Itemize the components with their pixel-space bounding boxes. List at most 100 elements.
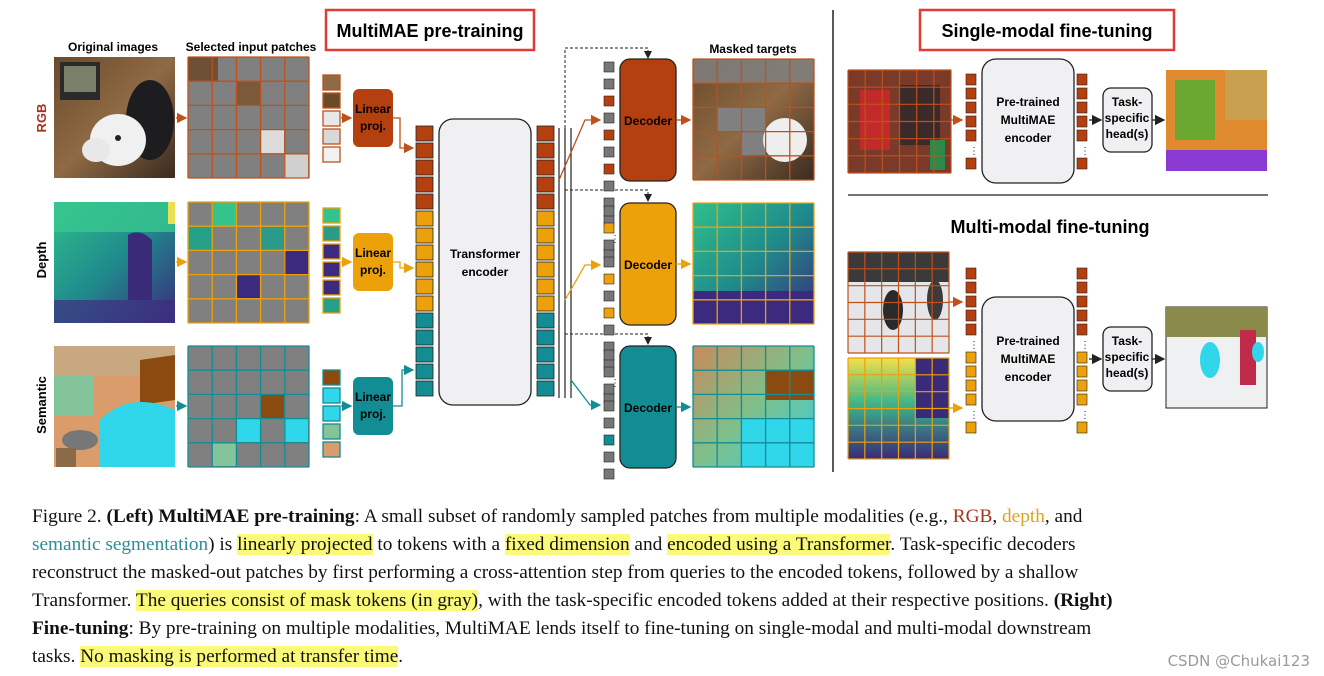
row-label-rgb: RGB <box>34 104 49 133</box>
multi-task-head: Task- specific head(s) <box>1102 326 1153 392</box>
linear-proj-semantic: Linear proj. <box>353 377 393 435</box>
decoder-semantic: Decoder <box>619 345 677 469</box>
caption-text: tasks. <box>32 646 81 667</box>
multimae-figure: MultiMAE pre-training Single-modal fine-… <box>34 8 1268 480</box>
row-label-semantic: Semantic <box>34 376 49 434</box>
single-input-tokens: ⋮ <box>965 73 979 170</box>
single-output-image <box>1166 70 1267 171</box>
svg-text:Pre-trained: Pre-trained <box>996 334 1059 348</box>
multi-input-rgb <box>847 251 950 354</box>
svg-text:Linear: Linear <box>355 390 391 404</box>
decoder-rgb: Decoder <box>619 58 677 182</box>
depth-token-strip <box>322 207 341 314</box>
svg-text:Task-: Task- <box>1112 95 1142 109</box>
caption-text: : By pre-training on multiple modalities… <box>128 618 1092 639</box>
svg-text:MultiMAE pre-training: MultiMAE pre-training <box>337 21 524 41</box>
linear-proj-depth: Linear proj. <box>353 233 393 291</box>
svg-text:Decoder: Decoder <box>624 401 672 415</box>
svg-text:Decoder: Decoder <box>624 258 672 272</box>
svg-text:⋮: ⋮ <box>610 378 620 389</box>
rgb-input-patches <box>187 56 310 179</box>
decoder-depth: Decoder <box>619 202 677 326</box>
encoder-input-tokens <box>415 125 434 397</box>
caption-text: to tokens with a <box>372 534 505 555</box>
caption-figure-number: Figure 2. <box>32 506 107 527</box>
transformer-encoder: Transformer encoder <box>438 118 532 406</box>
caption-line-3: reconstruct the masked-out patches by fi… <box>32 559 1276 587</box>
semantic-token-strip <box>322 369 341 458</box>
original-semantic-image <box>54 346 175 467</box>
single-task-head: Task- specific head(s) <box>1102 87 1153 153</box>
multi-modal-title: Multi-modal fine-tuning <box>951 217 1150 237</box>
svg-text:⋮: ⋮ <box>1080 340 1090 351</box>
encoder-output-tokens <box>536 125 555 397</box>
pretraining-title: MultiMAE pre-training <box>324 8 536 52</box>
svg-text:MultiMAE: MultiMAE <box>1001 113 1056 127</box>
svg-text:proj.: proj. <box>360 407 386 421</box>
multi-pretrained-encoder: Pre-trained MultiMAE encoder <box>981 296 1075 422</box>
original-depth-image <box>54 202 175 323</box>
svg-text:Transformer: Transformer <box>450 247 520 261</box>
svg-text:head(s): head(s) <box>1106 366 1149 380</box>
caption-text: . Task-specific decoders <box>890 534 1076 555</box>
svg-text:⋮: ⋮ <box>610 234 620 245</box>
single-pretrained-encoder: Pre-trained MultiMAE encoder <box>981 58 1075 184</box>
caption-right-heading: (Right) <box>1053 590 1113 611</box>
svg-text:⋮: ⋮ <box>969 146 979 157</box>
column-header-masked: Masked targets <box>709 42 797 56</box>
caption-text: : A small subset of randomly sampled pat… <box>354 506 953 527</box>
figure-caption: Figure 2. (Left) MultiMAE pre-training: … <box>32 503 1276 671</box>
semantic-input-patches <box>187 345 310 468</box>
depth-input-patches <box>187 201 310 324</box>
svg-text:Single-modal fine-tuning: Single-modal fine-tuning <box>942 21 1153 41</box>
caption-line-6: tasks. No masking is performed at transf… <box>32 643 1276 671</box>
multi-output-tokens: ⋮⋮ <box>1076 267 1090 434</box>
original-rgb-image <box>54 57 175 178</box>
multi-input-depth <box>847 357 950 460</box>
masked-target-rgb <box>692 58 815 181</box>
svg-text:Pre-trained: Pre-trained <box>996 95 1059 109</box>
caption-highlight: fixed dimension <box>504 534 630 555</box>
caption-highlight: The queries consist of mask tokens (in g… <box>135 590 479 611</box>
svg-text:specific: specific <box>1105 350 1150 364</box>
caption-depth-term: depth <box>1002 506 1045 527</box>
svg-text:⋮: ⋮ <box>969 410 979 421</box>
column-header-selected: Selected input patches <box>186 40 317 54</box>
caption-line-4: Transformer. The queries consist of mask… <box>32 587 1276 615</box>
caption-highlight: encoded using a Transformer <box>667 534 891 555</box>
masked-target-semantic <box>692 345 815 468</box>
svg-text:encoder: encoder <box>1005 370 1052 384</box>
svg-text:⋮: ⋮ <box>1080 410 1090 421</box>
caption-text: Transformer. <box>32 590 136 611</box>
svg-text:head(s): head(s) <box>1106 127 1149 141</box>
svg-text:specific: specific <box>1105 111 1150 125</box>
caption-line-1: Figure 2. (Left) MultiMAE pre-training: … <box>32 503 1276 531</box>
svg-text:Decoder: Decoder <box>624 114 672 128</box>
svg-text:Linear: Linear <box>355 102 391 116</box>
multi-input-tokens: ⋮⋮ <box>965 267 979 434</box>
caption-text: reconstruct the masked-out patches by fi… <box>32 562 1079 583</box>
svg-text:proj.: proj. <box>360 263 386 277</box>
svg-text:MultiMAE: MultiMAE <box>1001 352 1056 366</box>
caption-text: , with the task-specific encoded tokens … <box>478 590 1054 611</box>
watermark: CSDN @Chukai123 <box>1167 652 1310 670</box>
decoder-query-tokens: ⋮⋮⋮ <box>603 61 620 480</box>
single-modal-title: Single-modal fine-tuning <box>918 8 1176 52</box>
multi-output-image <box>1165 306 1268 409</box>
svg-text:⋮: ⋮ <box>1080 146 1090 157</box>
linear-proj-rgb: Linear proj. <box>353 89 393 147</box>
single-output-tokens: ⋮ <box>1076 73 1090 170</box>
svg-text:Task-: Task- <box>1112 334 1142 348</box>
svg-text:encoder: encoder <box>462 265 509 279</box>
caption-rgb-term: RGB <box>952 506 993 527</box>
svg-text:⋮: ⋮ <box>969 340 979 351</box>
row-label-depth: Depth <box>34 242 49 279</box>
caption-text: . <box>398 646 404 667</box>
svg-text:encoder: encoder <box>1005 131 1052 145</box>
masked-target-depth <box>692 202 815 325</box>
caption-line-2: semantic segmentation) is linearly proje… <box>32 531 1276 559</box>
caption-text: , and <box>1044 506 1083 527</box>
caption-text: , <box>992 506 1003 527</box>
svg-text:Linear: Linear <box>355 246 391 260</box>
caption-left-heading: (Left) MultiMAE pre-training <box>106 506 355 527</box>
